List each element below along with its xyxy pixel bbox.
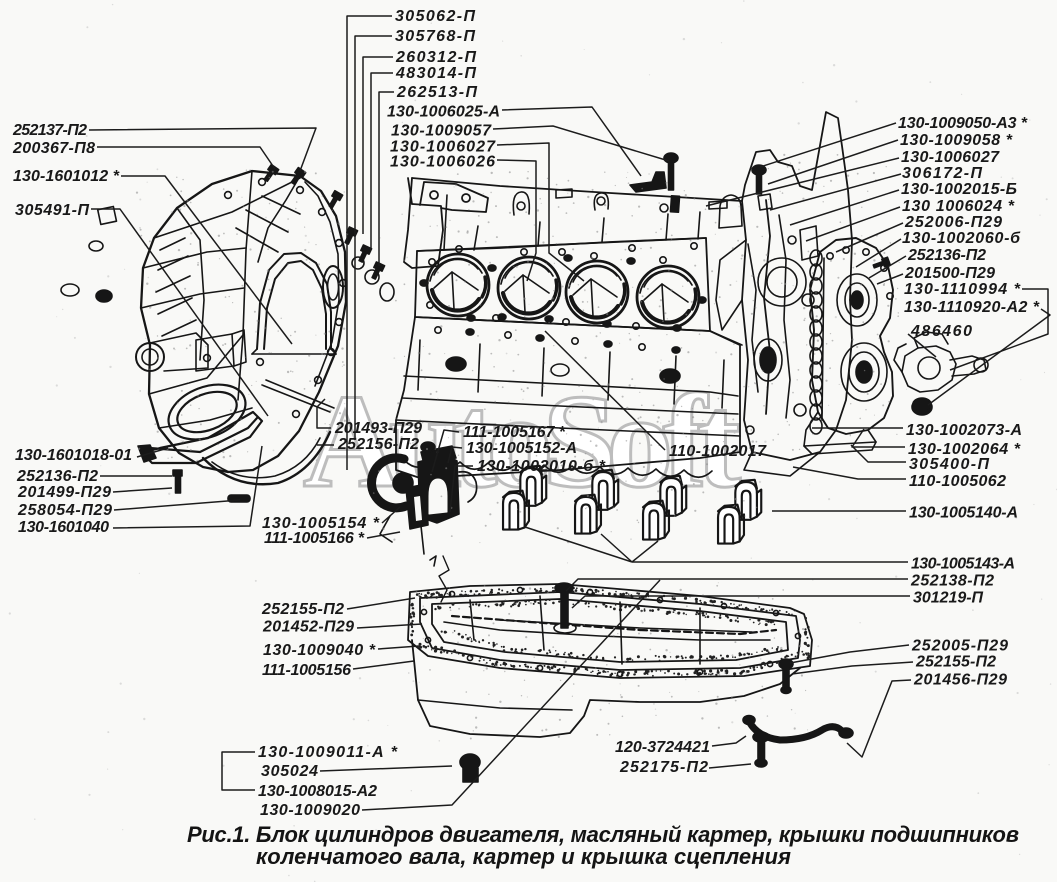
svg-text:305768-П: 305768-П (395, 28, 475, 45)
svg-text:201500-П29: 201500-П29 (904, 265, 995, 282)
svg-text:201456-П29: 201456-П29 (913, 672, 1007, 689)
svg-text:111-1005156: 111-1005156 (262, 662, 351, 679)
svg-text:111-1005167 *: 111-1005167 * (463, 424, 566, 441)
svg-text:305491-П: 305491-П (15, 202, 89, 219)
svg-text:130-1006027: 130-1006027 (390, 139, 496, 156)
svg-text:Рис.1. Блок цилиндров двигател: Рис.1. Блок цилиндров двигателя, масляны… (187, 822, 1019, 847)
svg-text:130-1002073-А: 130-1002073-А (906, 422, 1022, 439)
svg-text:130-1005152-А: 130-1005152-А (466, 440, 577, 457)
svg-text:130-1009040 *: 130-1009040 * (263, 642, 376, 659)
svg-text:111-1005166 *: 111-1005166 * (264, 530, 365, 547)
svg-text:130-1002064 *: 130-1002064 * (908, 441, 1021, 458)
svg-text:252175-П2: 252175-П2 (619, 759, 708, 776)
svg-text:200367-П8: 200367-П8 (12, 140, 95, 157)
svg-text:130-1601012 *: 130-1601012 * (13, 168, 120, 185)
svg-text:252005-П29: 252005-П29 (911, 638, 1008, 655)
svg-text:305062-П: 305062-П (395, 8, 475, 25)
svg-text:130-1002060-б: 130-1002060-б (902, 230, 1021, 247)
svg-text:110-1005062: 110-1005062 (909, 473, 1006, 490)
svg-text:130-1006026: 130-1006026 (390, 154, 495, 171)
svg-text:130-1008015-А2: 130-1008015-А2 (258, 783, 377, 800)
svg-text:201493-П29: 201493-П29 (334, 420, 422, 437)
svg-text:252136-П2: 252136-П2 (16, 468, 98, 485)
svg-text:252156-П2: 252156-П2 (337, 436, 419, 453)
svg-text:301219-П: 301219-П (913, 590, 983, 607)
svg-text:130-1110920-А2 *: 130-1110920-А2 * (904, 299, 1040, 316)
svg-text:262513-П: 262513-П (396, 84, 477, 101)
svg-text:130-1005143-А: 130-1005143-А (911, 556, 1015, 573)
svg-text:130-1005154 *: 130-1005154 * (262, 515, 380, 532)
svg-text:130-1009058 *: 130-1009058 * (900, 132, 1013, 149)
svg-text:252138-П2: 252138-П2 (910, 573, 994, 590)
svg-text:130-1009050-А3 *: 130-1009050-А3 * (898, 115, 1028, 132)
svg-text:130-1009020: 130-1009020 (260, 802, 360, 819)
svg-text:306172-П: 306172-П (902, 165, 982, 182)
svg-text:130-1009057: 130-1009057 (391, 123, 492, 140)
svg-text:130-1006027: 130-1006027 (901, 149, 1000, 166)
svg-text:130-1002015-Б: 130-1002015-Б (901, 181, 1017, 198)
svg-text:130-1601040: 130-1601040 (18, 519, 109, 536)
svg-text:130-1005140-А: 130-1005140-А (909, 505, 1018, 522)
svg-text:252155-П2: 252155-П2 (261, 601, 344, 618)
svg-text:305024: 305024 (261, 763, 318, 780)
svg-text:258054-П29: 258054-П29 (17, 502, 112, 519)
svg-text:252136-П2: 252136-П2 (907, 247, 986, 264)
svg-text:130-1002010-б *: 130-1002010-б * (477, 458, 606, 475)
svg-text:120-3724421: 120-3724421 (615, 739, 710, 756)
svg-text:483014-П: 483014-П (395, 65, 476, 82)
svg-text:252155-П2: 252155-П2 (915, 654, 996, 671)
svg-text:110-1002017: 110-1002017 (669, 443, 767, 460)
svg-text:130 1006024 *: 130 1006024 * (902, 198, 1015, 215)
svg-text:260312-П: 260312-П (395, 49, 476, 66)
svg-text:305400-П: 305400-П (909, 456, 989, 473)
svg-text:252006-П29: 252006-П29 (904, 214, 1002, 231)
svg-text:130-1009011-А *: 130-1009011-А * (258, 744, 398, 761)
svg-text:252137-П2: 252137-П2 (12, 122, 87, 139)
svg-text:130-1601018-01: 130-1601018-01 (15, 447, 132, 464)
svg-text:201452-П29: 201452-П29 (262, 619, 354, 636)
svg-text:201499-П29: 201499-П29 (17, 484, 111, 501)
svg-text:130-1006025-А: 130-1006025-А (387, 104, 500, 121)
svg-text:коленчатого вала, картер и кры: коленчатого вала, картер и крышка сцепле… (256, 844, 791, 869)
svg-text:130-1110994 *: 130-1110994 * (904, 281, 1021, 298)
